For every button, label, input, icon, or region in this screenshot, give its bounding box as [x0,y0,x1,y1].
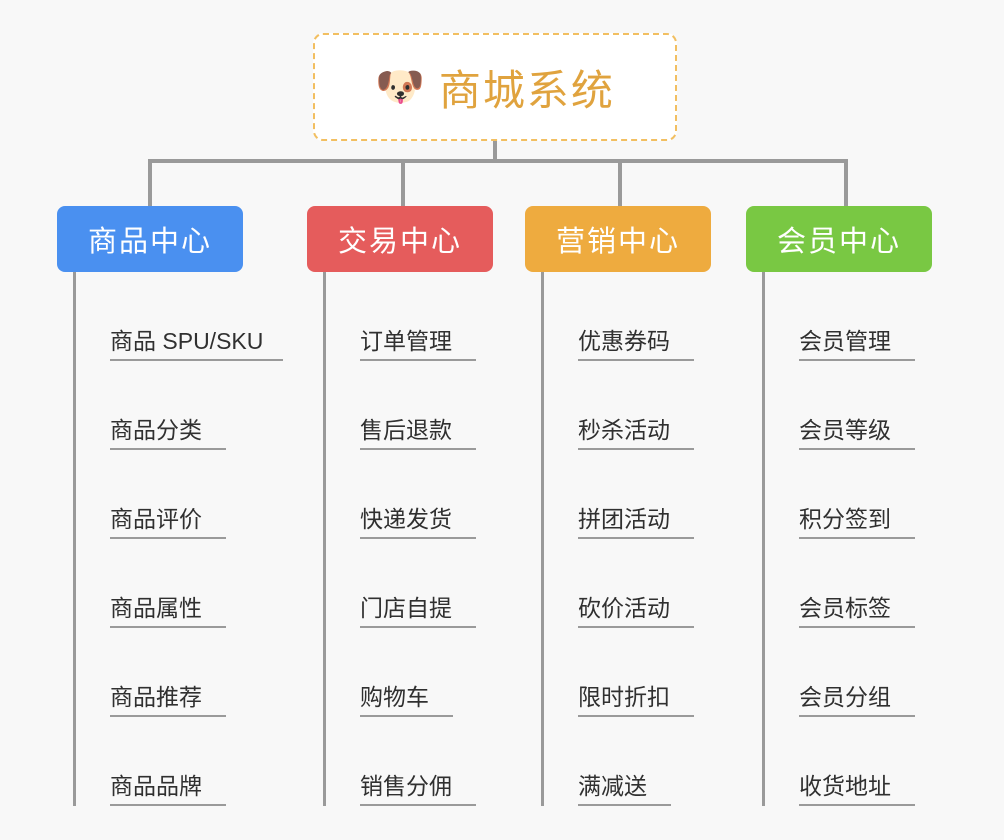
list-item-label: 优惠券码 [578,329,694,361]
connector-trunk-bar [148,159,848,163]
list-item[interactable]: 优惠券码 [544,272,711,361]
branch-title: 交易中心 [337,226,462,258]
branch-trade-center: 交易中心 订单管理 售后退款 快递发货 门店自提 购物车 销售分佣 [307,206,493,806]
connector-drop-1 [148,159,152,209]
list-item[interactable]: 商品 SPU/SKU [76,272,284,361]
list-item-label: 订单管理 [360,329,476,361]
branch-product-center: 商品中心 商品 SPU/SKU 商品分类 商品评价 商品属性 商品推荐 商品品牌 [57,206,284,806]
list-item[interactable]: 门店自提 [326,539,493,628]
list-item[interactable]: 商品品牌 [76,717,283,806]
list-item[interactable]: 购物车 [326,628,493,717]
list-item[interactable]: 满减送 [544,717,711,806]
list-item-label: 商品品牌 [110,774,226,806]
connector-drop-2 [401,159,405,209]
shiba-dog-icon: 🐶 [375,65,425,109]
branch-head-marketing-center[interactable]: 营销中心 [525,206,711,272]
list-item-label: 会员管理 [799,329,915,361]
branch-title: 商品中心 [87,226,212,258]
connector-root-stem [493,141,497,163]
branch-children-marketing-center: 优惠券码 秒杀活动 拼团活动 砍价活动 限时折扣 满减送 [541,272,711,806]
list-item-label: 会员分组 [799,685,915,717]
root-title: 商城系统 [438,66,615,114]
branch-children-member-center: 会员管理 会员等级 积分签到 会员标签 会员分组 收货地址 [762,272,932,806]
list-item[interactable]: 销售分佣 [326,717,493,806]
list-item[interactable]: 订单管理 [326,272,493,361]
list-item-label: 满减送 [578,774,671,806]
list-item-label: 售后退款 [360,418,476,450]
list-item-label: 拼团活动 [578,507,694,539]
list-item[interactable]: 会员标签 [765,539,932,628]
list-item[interactable]: 限时折扣 [544,628,711,717]
list-item[interactable]: 收货地址 [765,717,932,806]
list-item-label: 秒杀活动 [578,418,694,450]
connector-drop-3 [618,159,622,209]
list-item[interactable]: 会员分组 [765,628,932,717]
list-item[interactable]: 砍价活动 [544,539,711,628]
branch-head-member-center[interactable]: 会员中心 [746,206,932,272]
list-item-label: 商品分类 [110,418,226,450]
list-item[interactable]: 会员管理 [765,272,932,361]
list-item[interactable]: 会员等级 [765,361,932,450]
list-item-label: 商品 SPU/SKU [110,329,284,361]
branch-marketing-center: 营销中心 优惠券码 秒杀活动 拼团活动 砍价活动 限时折扣 满减送 [525,206,711,806]
list-item-label: 销售分佣 [360,774,476,806]
connector-drop-4 [844,159,848,209]
branch-children-product-center: 商品 SPU/SKU 商品分类 商品评价 商品属性 商品推荐 商品品牌 [73,272,284,806]
list-item[interactable]: 积分签到 [765,450,932,539]
list-item[interactable]: 商品评价 [76,450,283,539]
list-item-label: 限时折扣 [578,685,694,717]
list-item[interactable]: 商品属性 [76,539,283,628]
list-item[interactable]: 商品分类 [76,361,283,450]
branch-children-trade-center: 订单管理 售后退款 快递发货 门店自提 购物车 销售分佣 [323,272,493,806]
branch-member-center: 会员中心 会员管理 会员等级 积分签到 会员标签 会员分组 收货地址 [746,206,932,806]
list-item-label: 购物车 [360,685,453,717]
branch-title: 营销中心 [555,226,680,258]
list-item-label: 商品推荐 [110,685,226,717]
list-item[interactable]: 秒杀活动 [544,361,711,450]
list-item-label: 会员标签 [799,596,915,628]
branch-title: 会员中心 [776,226,901,258]
root-node[interactable]: 🐶 商城系统 [313,33,677,141]
list-item[interactable]: 商品推荐 [76,628,283,717]
list-item-label: 门店自提 [360,596,476,628]
list-item-label: 商品属性 [110,596,226,628]
list-item-label: 砍价活动 [578,596,694,628]
list-item[interactable]: 售后退款 [326,361,493,450]
branch-head-product-center[interactable]: 商品中心 [57,206,243,272]
list-item[interactable]: 拼团活动 [544,450,711,539]
list-item-label: 商品评价 [110,507,226,539]
list-item-label: 会员等级 [799,418,915,450]
list-item-label: 快递发货 [360,507,476,539]
list-item-label: 收货地址 [799,774,915,806]
branch-head-trade-center[interactable]: 交易中心 [307,206,493,272]
list-item-label: 积分签到 [799,507,915,539]
list-item[interactable]: 快递发货 [326,450,493,539]
